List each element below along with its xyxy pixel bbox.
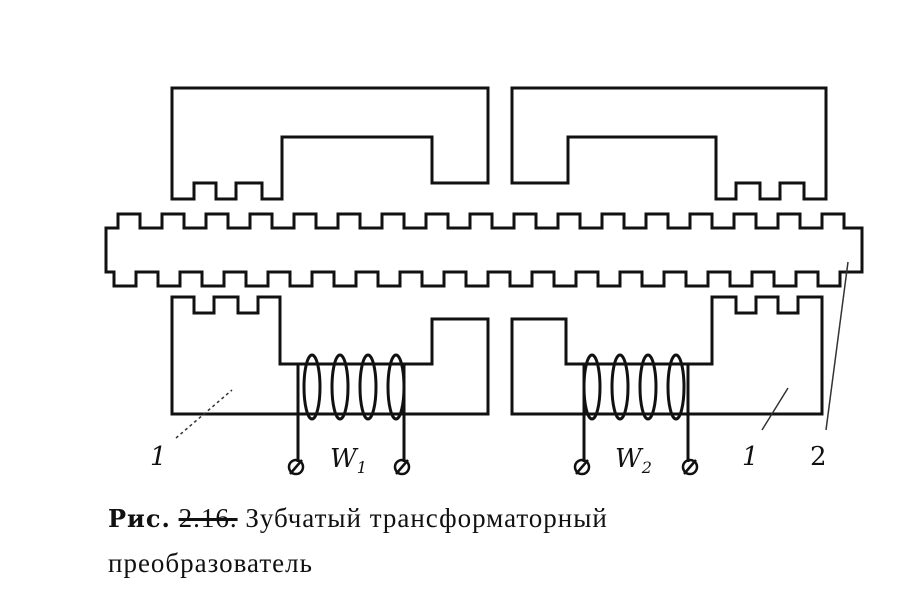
leader-line-1-left (175, 389, 233, 439)
figure-caption: Рис. 2.16. Зубчатый трансформаторный пре… (108, 496, 868, 585)
upper-left-core (170, 86, 490, 201)
winding-w1 (296, 353, 406, 462)
lower-right-core (510, 295, 824, 416)
leader-line-1-right (761, 387, 789, 431)
leader-line-2 (825, 261, 849, 431)
caption-prefix: Рис. (108, 504, 171, 533)
caption-title-line2: преобразователь (108, 548, 313, 578)
terminals (287, 458, 699, 476)
label-core-right: 1 (742, 442, 759, 472)
label-winding-w2: W2 (615, 444, 652, 478)
label-rack: 2 (810, 442, 827, 472)
toothed-rack (104, 212, 864, 288)
label-winding-w1: W1 (330, 444, 367, 478)
caption-number: 2.16. (178, 503, 238, 533)
upper-right-core (510, 86, 828, 201)
winding-w2 (582, 353, 690, 462)
caption-title-line1: Зубчатый трансформаторный (245, 503, 608, 533)
label-core-left: 1 (150, 442, 167, 472)
lower-left-core (170, 295, 490, 416)
